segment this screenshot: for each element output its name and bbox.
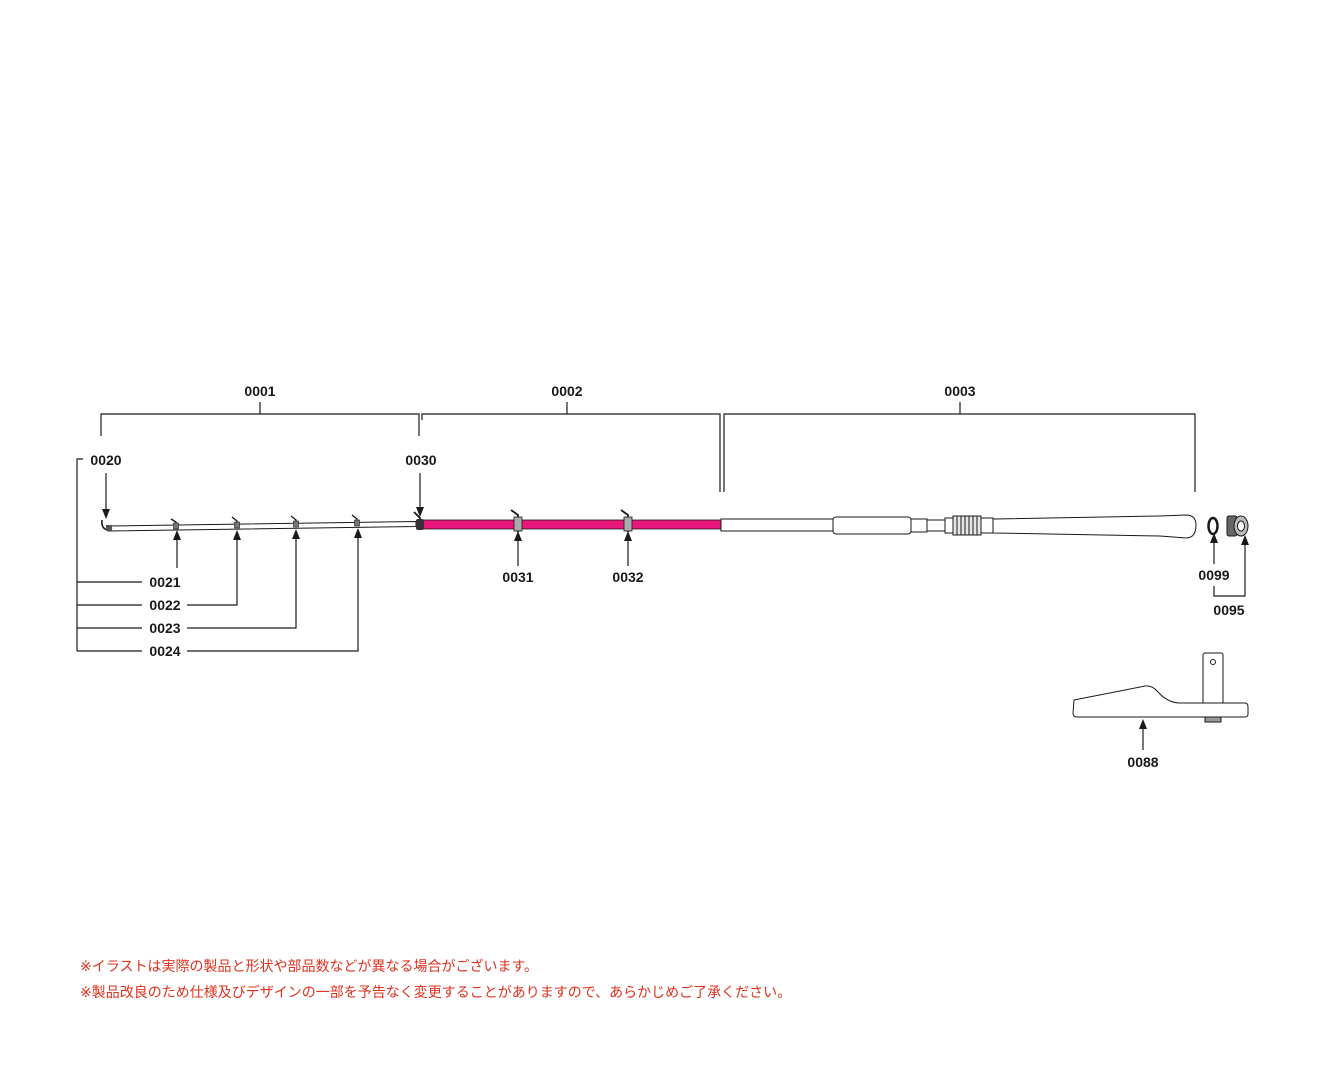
part-label-0099: 0099 xyxy=(1198,567,1229,583)
disclaimer-notes: ※イラストは実際の製品と形状や部品数などが異なる場合がございます。 ※製品改良の… xyxy=(80,954,791,1006)
guide-0021 xyxy=(170,518,179,530)
part-label-0024: 0024 xyxy=(149,643,180,659)
guide-0024 xyxy=(351,514,360,527)
bracket-0003 xyxy=(723,402,1196,492)
butt-cap-0095 xyxy=(1226,515,1249,537)
part-label-0088: 0088 xyxy=(1127,754,1158,770)
part-label-0020: 0020 xyxy=(90,452,121,468)
leaders xyxy=(76,458,1249,750)
bracket-0001 xyxy=(100,402,420,436)
bracket-0002 xyxy=(421,402,721,492)
part-label-0030: 0030 xyxy=(405,452,436,468)
part-label-0001: 0001 xyxy=(244,383,275,399)
mid-section xyxy=(418,519,722,530)
part-label-0032: 0032 xyxy=(612,569,643,585)
butt-section xyxy=(720,514,1197,539)
part-label-0021: 0021 xyxy=(149,574,180,590)
rod-holder-0088 xyxy=(1072,652,1249,723)
part-label-0095: 0095 xyxy=(1213,602,1244,618)
guide-0030 xyxy=(413,511,424,530)
part-label-0002: 0002 xyxy=(551,383,582,399)
top-guide-0020 xyxy=(101,519,113,531)
tip-guides xyxy=(170,514,360,530)
part-label-0003: 0003 xyxy=(944,383,975,399)
part-label-0031: 0031 xyxy=(502,569,533,585)
tip-section xyxy=(107,520,417,532)
guide-0022 xyxy=(231,516,240,529)
disclaimer-line-2: ※製品改良のため仕様及びデザインの一部を予告なく変更することがありますので、あら… xyxy=(80,985,792,1001)
guide-0023 xyxy=(290,515,299,528)
o-ring-0099 xyxy=(1207,516,1219,536)
part-label-0023: 0023 xyxy=(149,620,180,636)
part-label-0022: 0022 xyxy=(149,597,180,613)
disclaimer-line-1: ※イラストは実際の製品と形状や部品数などが異なる場合がございます。 xyxy=(80,959,539,975)
